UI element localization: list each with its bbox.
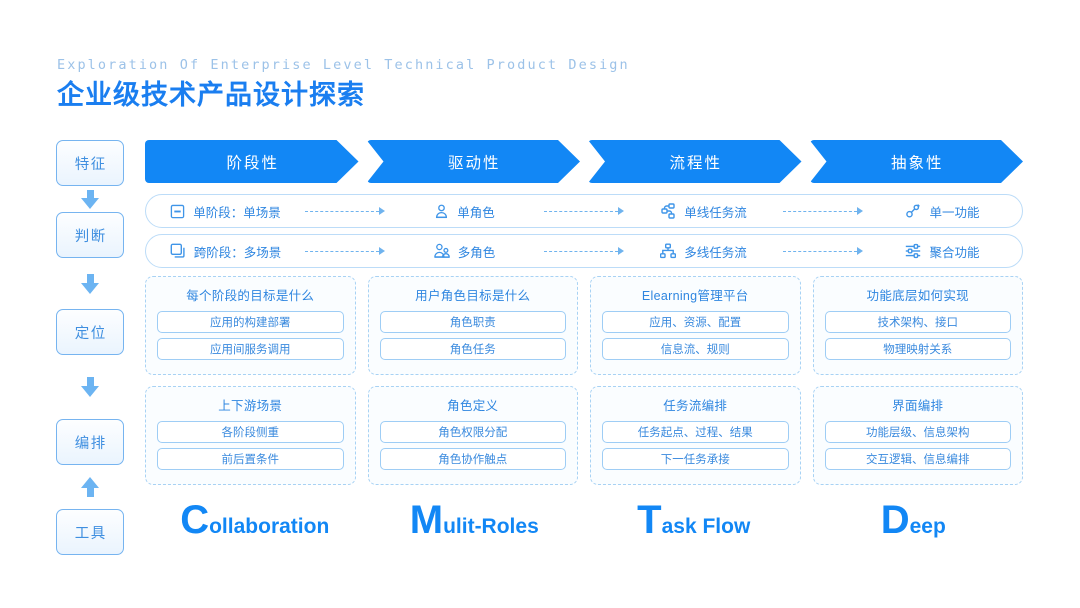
sidebar-item-1[interactable]: 判断 [56, 212, 124, 258]
bottom-keyword-rest: ollaboration [209, 515, 330, 538]
judgement-cell[interactable]: 多线任务流 [624, 242, 783, 261]
card-item[interactable]: 交互逻辑、信息编排 [824, 448, 1011, 470]
flow-arrow-icon [305, 246, 385, 256]
sidebar-arrow-3 [56, 465, 124, 509]
sidebar-arrow-1 [56, 258, 124, 309]
flow-arrow-icon [783, 246, 863, 256]
card-row-positioning: 每个阶段的目标是什么 应用的构建部署 应用间服务调用 用户角色目标是什么 角色职… [145, 276, 1023, 375]
card-group[interactable]: 每个阶段的目标是什么 应用的构建部署 应用间服务调用 [145, 276, 356, 375]
card-group-title: 功能底层如何实现 [866, 289, 969, 303]
card-group[interactable]: 上下游场景 各阶段侧重 前后置条件 [145, 386, 356, 485]
card-group[interactable]: Elearning管理平台 应用、资源、配置 信息流、规则 [590, 276, 801, 375]
bottom-keyword-rest: ulit-Roles [443, 515, 539, 538]
aggregate-function-sliders-icon [905, 243, 921, 259]
column-header-3[interactable]: 抽象性 [810, 140, 1024, 183]
card-group[interactable]: 界面编排 功能层级、信息架构 交互逻辑、信息编排 [812, 386, 1023, 485]
column-header-1[interactable]: 驱动性 [367, 140, 581, 183]
flow-arrow-icon [783, 206, 863, 216]
card-item[interactable]: 前后置条件 [157, 448, 344, 470]
card-item[interactable]: 应用间服务调用 [157, 338, 344, 360]
card-item[interactable]: 下一任务承接 [602, 448, 789, 470]
card-group[interactable]: 任务流编排 任务起点、过程、结果 下一任务承接 [590, 386, 801, 485]
card-item[interactable]: 角色权限分配 [379, 421, 566, 443]
sidebar-item-0[interactable]: 特征 [56, 140, 124, 186]
card-group-title: 界面编排 [892, 399, 944, 413]
card-item[interactable]: 角色职责 [379, 311, 566, 333]
bottom-keyword-cap: D [880, 498, 910, 542]
judgement-cell[interactable]: 单一功能 [863, 202, 1022, 221]
judgement-label: 聚合功能 [929, 245, 980, 260]
card-item[interactable]: 应用、资源、配置 [602, 311, 789, 333]
bottom-keyword-cap: M [409, 498, 444, 542]
card-group[interactable]: 功能底层如何实现 技术架构、接口 物理映射关系 [812, 276, 1023, 375]
card-group[interactable]: 用户角色目标是什么 角色职责 角色任务 [367, 276, 578, 375]
page-title: 企业级技术产品设计探索 [57, 80, 365, 110]
flow-arrow-icon [305, 206, 385, 216]
judgement-label: 单一功能 [929, 205, 980, 220]
flow-arrow-icon [544, 246, 624, 256]
column-header-0[interactable]: 阶段性 [145, 140, 359, 183]
judgement-label: 单角色 [457, 205, 495, 220]
sidebar-arrow-2 [56, 355, 124, 419]
judgement-label: 多线任务流 [684, 245, 747, 260]
card-item[interactable]: 任务起点、过程、结果 [602, 421, 789, 443]
bottom-keyword: M ulit-Roles [365, 500, 585, 540]
card-row-orchestration: 上下游场景 各阶段侧重 前后置条件 角色定义 角色权限分配 角色协作触点 任务流… [145, 386, 1023, 485]
card-item[interactable]: 各阶段侧重 [157, 421, 344, 443]
single-person-icon [434, 204, 449, 219]
card-group-title: Elearning管理平台 [641, 289, 749, 303]
kicker-subtitle: Exploration Of Enterprise Level Technica… [57, 57, 630, 73]
single-task-flow-icon [660, 203, 676, 219]
card-group[interactable]: 角色定义 角色权限分配 角色协作触点 [367, 386, 578, 485]
multi-task-flow-tree-icon [660, 243, 677, 259]
bottom-keyword: T ask Flow [584, 500, 804, 540]
single-stage-square-minus-icon [170, 204, 185, 219]
card-group-title: 任务流编排 [663, 399, 728, 413]
judgement-cell[interactable]: 聚合功能 [863, 242, 1022, 261]
card-group-title: 上下游场景 [218, 399, 283, 413]
card-item[interactable]: 技术架构、接口 [824, 311, 1011, 333]
judgement-cell[interactable]: 多角色 [385, 242, 544, 261]
bottom-keyword: D eep [804, 500, 1024, 540]
stage-sidebar: 特征 判断 定位 编排 工具 [56, 140, 124, 555]
bottom-keyword-cap: T [637, 498, 662, 542]
card-item[interactable]: 角色任务 [379, 338, 566, 360]
bottom-keyword-rest: ask Flow [661, 515, 751, 538]
judgement-label: 单阶段：单场景 [193, 205, 281, 220]
bottom-keyword: C ollaboration [145, 500, 365, 540]
sidebar-item-4[interactable]: 工具 [56, 509, 124, 555]
column-header-2[interactable]: 流程性 [588, 140, 802, 183]
card-item[interactable]: 信息流、规则 [602, 338, 789, 360]
judgement-label: 单线任务流 [684, 205, 747, 220]
sidebar-arrow-0 [56, 186, 124, 212]
card-item[interactable]: 应用的构建部署 [157, 311, 344, 333]
judgement-row-single: 单阶段：单场景 单角色 [145, 194, 1023, 228]
bottom-keyword-row: C ollaboration M ulit-Roles T ask Flow D… [145, 500, 1023, 540]
bottom-keyword-cap: C [180, 498, 210, 542]
judgement-cell[interactable]: 单线任务流 [624, 202, 783, 221]
card-group-title: 每个阶段的目标是什么 [186, 289, 315, 303]
card-item[interactable]: 功能层级、信息架构 [824, 421, 1011, 443]
card-item[interactable]: 角色协作触点 [379, 448, 566, 470]
single-function-icon [905, 203, 921, 219]
sidebar-item-3[interactable]: 编排 [56, 419, 124, 465]
card-group-title: 角色定义 [447, 399, 499, 413]
judgement-row-multi: 跨阶段：多场景 多角色 [145, 234, 1023, 268]
bottom-keyword-rest: eep [909, 515, 946, 538]
judgement-label: 多角色 [457, 245, 496, 260]
judgement-cell[interactable]: 跨阶段：多场景 [146, 242, 305, 261]
sidebar-item-2[interactable]: 定位 [56, 309, 124, 355]
judgement-cell[interactable]: 单角色 [385, 202, 544, 221]
judgement-cell[interactable]: 单阶段：单场景 [146, 202, 305, 221]
card-item[interactable]: 物理映射关系 [824, 338, 1011, 360]
flow-arrow-icon [544, 206, 624, 216]
column-header-chevrons: 阶段性 驱动性 流程性 抽象性 [145, 140, 1023, 183]
judgement-label: 跨阶段：多场景 [193, 245, 282, 260]
multi-person-icon [433, 243, 450, 259]
card-group-title: 用户角色目标是什么 [415, 289, 531, 303]
cross-stage-layers-icon [170, 243, 186, 259]
